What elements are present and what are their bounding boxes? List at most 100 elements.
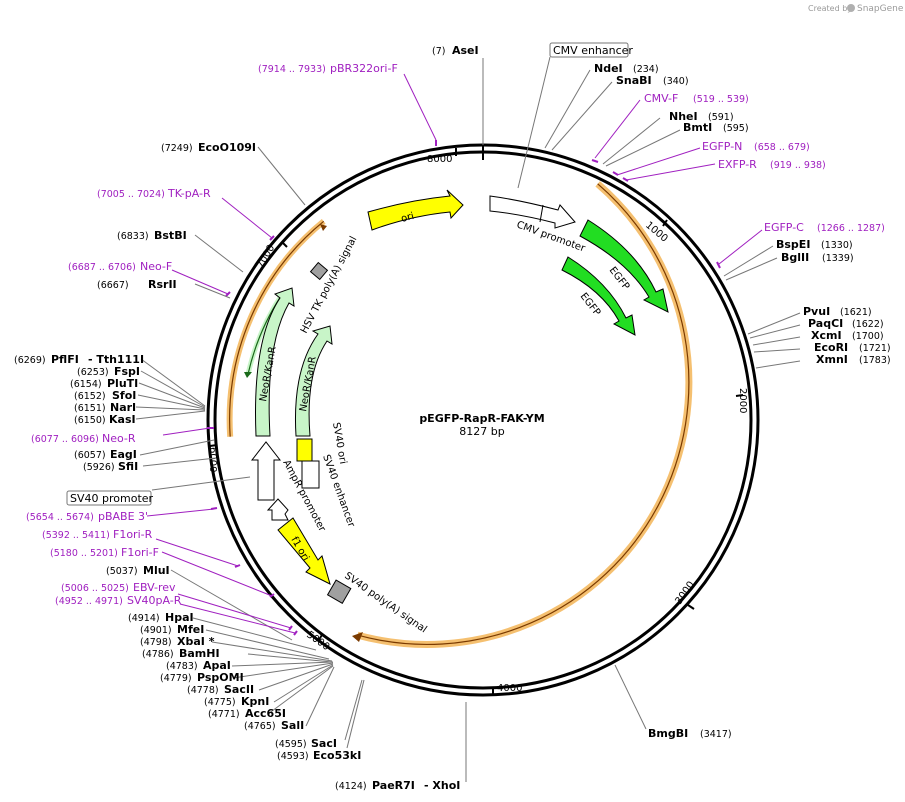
svg-text:KpnI: KpnI — [241, 695, 269, 708]
svg-text:F1ori-R: F1ori-R — [113, 528, 153, 541]
svg-text:(4771): (4771) — [208, 709, 240, 720]
svg-text:(5037): (5037) — [106, 566, 138, 577]
svg-text:TK-pA-R: TK-pA-R — [167, 187, 211, 200]
svg-text:SalI: SalI — [281, 719, 304, 732]
svg-text:NheI: NheI — [669, 110, 698, 123]
sv40-ori-feature — [296, 438, 313, 462]
svg-text:PspOMI: PspOMI — [197, 671, 244, 684]
svg-text:EagI: EagI — [110, 448, 137, 461]
svg-text:MluI: MluI — [143, 564, 170, 577]
svg-text:(595): (595) — [723, 123, 749, 134]
svg-text:(4595): (4595) — [275, 739, 307, 750]
svg-text:(5180 .. 5201): (5180 .. 5201) — [50, 548, 118, 559]
cmv-promoter-feature — [489, 195, 576, 229]
svg-text:(6077 .. 6096): (6077 .. 6096) — [31, 434, 99, 445]
svg-text:EcoRI: EcoRI — [814, 341, 848, 354]
svg-text:PaeR7I: PaeR7I — [372, 779, 415, 792]
svg-text:SacII: SacII — [224, 683, 254, 696]
sv40-enhancer-feature — [301, 460, 320, 489]
svg-text:(5926): (5926) — [83, 462, 115, 473]
svg-text:(1266 .. 1287): (1266 .. 1287) — [817, 223, 885, 234]
egfp-feature-2 — [561, 256, 636, 336]
svg-text:(919 .. 938): (919 .. 938) — [770, 160, 826, 171]
svg-text:(1339): (1339) — [822, 253, 854, 264]
svg-text:(4765): (4765) — [244, 721, 276, 732]
svg-text:(6151): (6151) — [74, 403, 106, 414]
neo-kanr-feature-1 — [255, 287, 295, 437]
svg-text:4000: 4000 — [497, 683, 522, 694]
ampr-promoter-feature — [266, 498, 289, 521]
svg-text:3000: 3000 — [673, 580, 697, 607]
svg-text:(4952 .. 4971): (4952 .. 4971) — [55, 596, 123, 607]
sv40-promoter-feature — [250, 441, 282, 501]
leader-lines — [135, 56, 801, 782]
hsv-tk-polya-feature — [309, 261, 329, 281]
plasmid-name: pEGFP-RapR-FAK-YM — [419, 412, 544, 425]
svg-text:PluTI: PluTI — [107, 377, 138, 390]
svg-text:(6253): (6253) — [77, 367, 109, 378]
svg-text:- XhoI: - XhoI — [424, 779, 460, 792]
sv40-polya-feature — [326, 579, 352, 604]
svg-text:5000: 5000 — [304, 629, 331, 653]
sv40-promoter-label: SV40 promoter — [66, 490, 154, 506]
orf-arrowhead-1 — [352, 632, 363, 642]
svg-text:Acc65I: Acc65I — [245, 707, 286, 720]
svg-text:(6269): (6269) — [14, 355, 46, 366]
egfp-feature-1 — [579, 219, 669, 313]
svg-text:(4778): (4778) — [187, 685, 219, 696]
svg-text:(1621): (1621) — [840, 307, 872, 318]
svg-text:F1ori-F: F1ori-F — [121, 546, 159, 559]
svg-text:PflFI: PflFI — [51, 353, 79, 366]
svg-text:(4775): (4775) — [204, 697, 236, 708]
svg-text:(6667): (6667) — [97, 280, 129, 291]
svg-text:XbaI *: XbaI * — [177, 635, 215, 648]
svg-text:pBR322ori-F: pBR322ori-F — [330, 62, 398, 75]
svg-text:(6057): (6057) — [74, 450, 106, 461]
svg-text:CMV promoter: CMV promoter — [515, 219, 587, 254]
created-by-label: Created by — [808, 4, 852, 13]
svg-text:(1721): (1721) — [859, 343, 891, 354]
restriction-sites: (7) AseI NdeI (234) SnaBI (340) NheI (59… — [14, 44, 891, 792]
svg-text:(4901): (4901) — [140, 625, 172, 636]
svg-text:pBABE 3': pBABE 3' — [98, 510, 148, 523]
svg-text:(340): (340) — [663, 76, 689, 87]
svg-text:(1700): (1700) — [852, 331, 884, 342]
svg-text:BamHI: BamHI — [179, 647, 220, 660]
neo-kanr-feature-2 — [295, 325, 333, 437]
f1-ori-feature — [277, 517, 331, 585]
svg-text:BmgBI: BmgBI — [648, 727, 688, 740]
svg-text:(4779): (4779) — [160, 673, 192, 684]
svg-text:(1622): (1622) — [852, 319, 884, 330]
svg-text:PaqCI: PaqCI — [808, 317, 843, 330]
svg-text:6000: 6000 — [207, 447, 218, 472]
svg-text:SacI: SacI — [311, 737, 337, 750]
svg-text:(1783): (1783) — [859, 355, 891, 366]
primers: (7914 .. 7933) pBR322ori-F CMV-F (519 ..… — [26, 62, 885, 607]
svg-text:(7914 .. 7933): (7914 .. 7933) — [258, 64, 326, 75]
svg-text:(4914): (4914) — [128, 613, 160, 624]
svg-text:BmtI: BmtI — [683, 121, 712, 134]
svg-text:HpaI: HpaI — [165, 611, 194, 624]
svg-text:(4593): (4593) — [277, 751, 309, 762]
plasmid-length: 8127 bp — [459, 425, 504, 438]
svg-text:(4786): (4786) — [142, 649, 174, 660]
primer-marks — [207, 140, 721, 636]
cmv-enhancer-label: CMV enhancer — [549, 42, 633, 58]
svg-text:KasI: KasI — [109, 413, 136, 426]
svg-text:(6152): (6152) — [74, 391, 106, 402]
svg-text:PvuI: PvuI — [803, 305, 830, 318]
svg-text:(3417): (3417) — [700, 729, 732, 740]
svg-text:8000: 8000 — [427, 154, 452, 165]
svg-text:(6833): (6833) — [117, 231, 149, 242]
svg-text:RsrII: RsrII — [148, 278, 177, 291]
svg-text:EGFP-N: EGFP-N — [702, 140, 742, 153]
ori-feature — [367, 189, 464, 231]
svg-text:(4124): (4124) — [335, 781, 367, 792]
orf-arrowhead-2 — [320, 224, 327, 231]
scale-ticks — [209, 145, 744, 696]
svg-text:SV40 promoter: SV40 promoter — [70, 492, 154, 505]
svg-text:EXFP-R: EXFP-R — [718, 158, 757, 171]
svg-text:Neo-R: Neo-R — [102, 432, 136, 445]
snapgene-logo-icon — [847, 4, 855, 12]
